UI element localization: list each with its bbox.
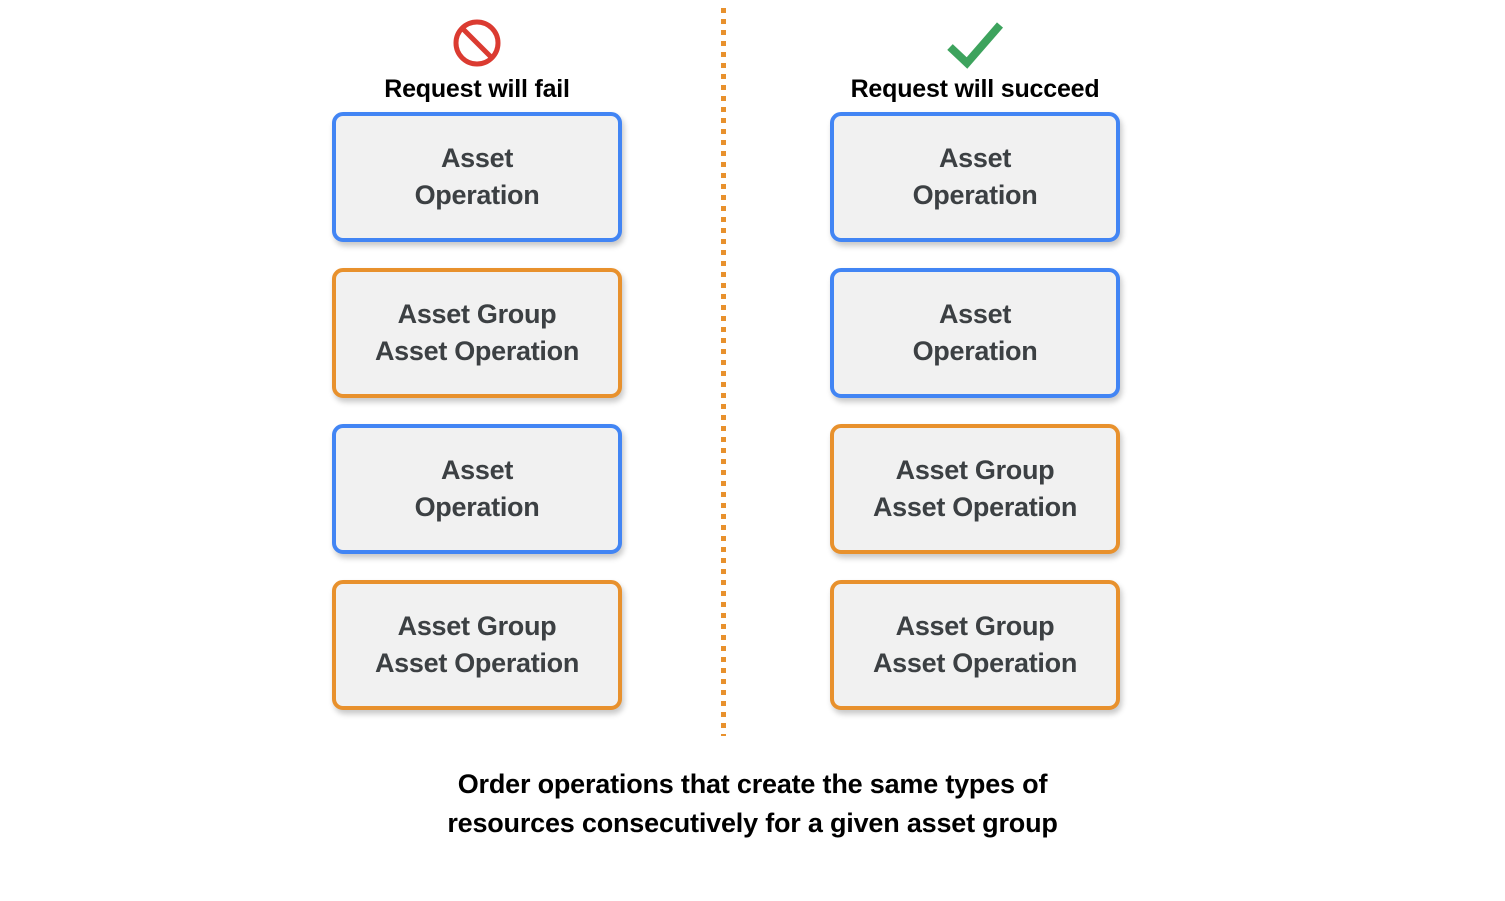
column-heading-succeed: Request will succeed: [850, 75, 1100, 103]
card-label: Asset Operation: [912, 143, 1038, 210]
card-asset-operation-2[interactable]: Asset Operation: [830, 268, 1120, 398]
column-header-fail: Request will fail: [267, 0, 687, 104]
card-stack-succeed: Asset Operation Asset Operation Asset Gr…: [765, 112, 1185, 710]
column-request-will-succeed: Request will succeed Asset Operation Ass…: [765, 0, 1185, 710]
card-asset-group-asset-operation-1[interactable]: Asset Group Asset Operation: [332, 268, 622, 398]
card-asset-operation-2[interactable]: Asset Operation: [332, 424, 622, 554]
column-request-will-fail: Request will fail Asset Operation Asset …: [267, 0, 687, 710]
card-stack-fail: Asset Operation Asset Group Asset Operat…: [267, 112, 687, 710]
column-heading-fail: Request will fail: [384, 75, 570, 103]
checkmark-icon: [944, 14, 1006, 72]
card-asset-group-asset-operation-2[interactable]: Asset Group Asset Operation: [332, 580, 622, 710]
card-label: Asset Group Asset Operation: [374, 611, 580, 678]
card-label: Asset Group Asset Operation: [872, 611, 1078, 678]
column-header-succeed: Request will succeed: [765, 0, 1185, 104]
card-label: Asset Operation: [414, 143, 540, 210]
card-asset-operation-1[interactable]: Asset Operation: [332, 112, 622, 242]
prohibition-icon: [451, 14, 503, 72]
card-label: Asset Operation: [414, 455, 540, 522]
card-label: Asset Group Asset Operation: [872, 455, 1078, 522]
card-asset-operation-1[interactable]: Asset Operation: [830, 112, 1120, 242]
column-divider: [721, 8, 726, 736]
card-label: Asset Group Asset Operation: [374, 299, 580, 366]
card-asset-group-asset-operation-1[interactable]: Asset Group Asset Operation: [830, 424, 1120, 554]
diagram-caption: Order operations that create the same ty…: [447, 769, 1058, 838]
card-asset-group-asset-operation-2[interactable]: Asset Group Asset Operation: [830, 580, 1120, 710]
card-label: Asset Operation: [912, 299, 1038, 366]
